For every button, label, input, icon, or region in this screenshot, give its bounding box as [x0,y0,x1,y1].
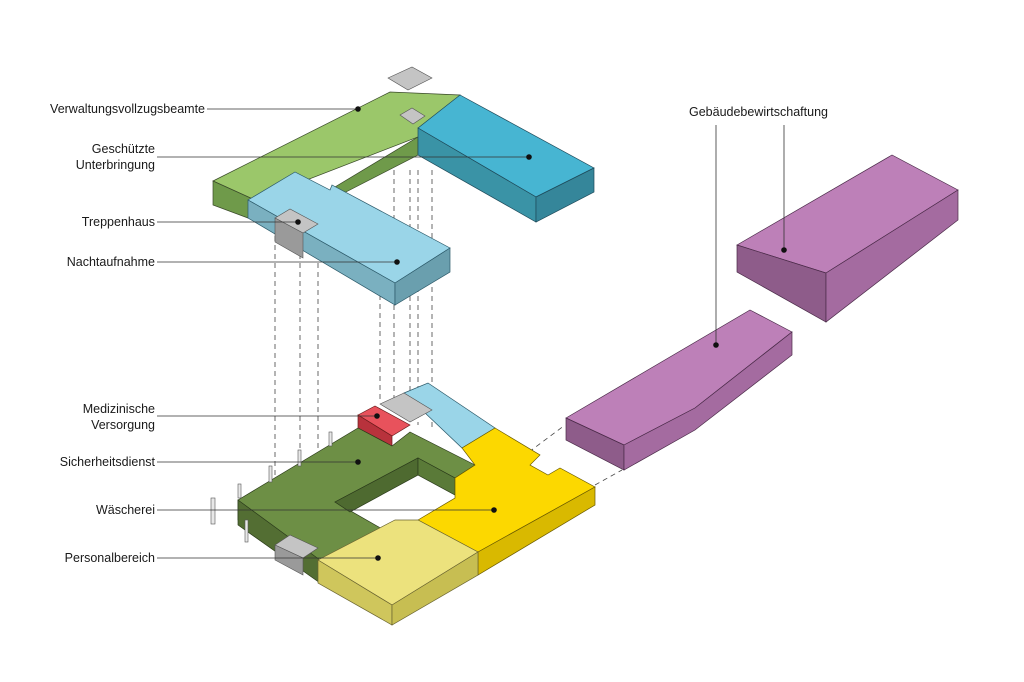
label-geschuetzte-line1: Geschützte [91,142,155,156]
label-personalbereich: Personalbereich [64,551,155,565]
label-medizinische-line1: Medizinische [82,402,155,416]
block-gebaeude-large [736,154,959,323]
leader-lines [157,108,785,559]
label-medizinische-line2: Versorgung [91,418,155,432]
label-treppenhaus: Treppenhaus [81,215,155,229]
label-verwaltungsvollzugsbeamte: Verwaltungsvollzugsbeamte [50,102,205,116]
label-geschuetzte-line2: Unterbringung [75,158,155,172]
label-gebaeudebewirtschaftung: Gebäudebewirtschaftung [689,105,828,119]
block-medizin [357,382,496,449]
block-sicherheit [237,427,476,584]
label-waescherei: Wäscherei [95,503,155,517]
label-nachtaufnahme: Nachtaufnahme [66,255,155,269]
block-gebaeude-small [565,309,793,471]
block-personalbereich [317,519,479,626]
columns [210,431,333,543]
leader-dots [295,106,787,561]
block-verwaltung [212,66,461,219]
label-sicherheitsdienst: Sicherheitsdienst [59,455,155,469]
block-geschuetzte-unterbringung [417,94,595,223]
block-nachtaufnahme [247,171,451,306]
